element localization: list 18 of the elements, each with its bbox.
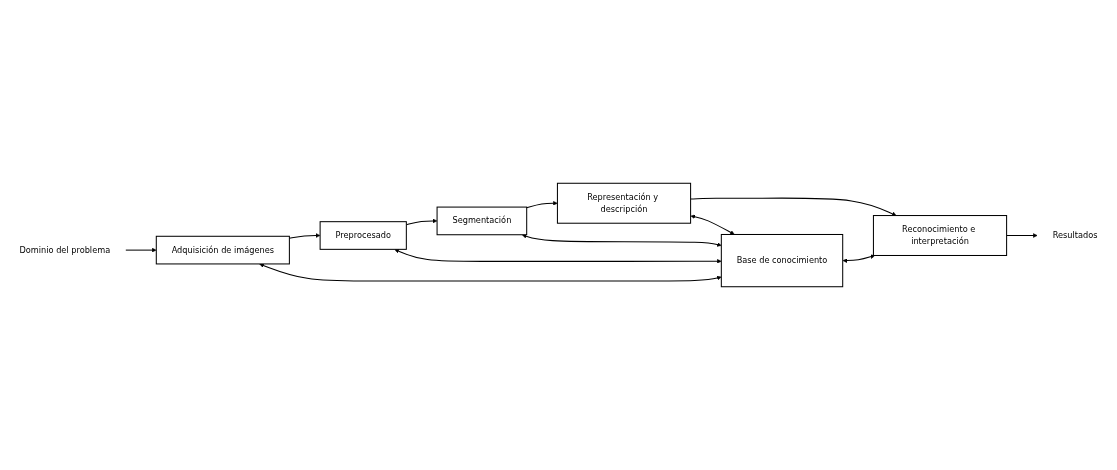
node-box: Adquisición de imágenes: [155, 235, 290, 265]
arrow: [394, 249, 722, 264]
arrow: [522, 234, 722, 247]
node-box: Preprocesado: [319, 221, 407, 250]
node-box: Reconocimiento e interpretación: [872, 215, 1008, 256]
node-box: Segmentación: [436, 206, 528, 236]
node-box: Representación y descripción: [556, 182, 692, 224]
node-text: Resultados: [1052, 230, 1098, 241]
arrow: [259, 263, 722, 282]
node-box: Base de conocimiento: [720, 234, 844, 288]
arrow: [690, 197, 897, 216]
arrow: [288, 233, 321, 239]
arrow: [1006, 233, 1038, 238]
arrow: [842, 254, 875, 263]
node-text: Dominio del problema: [19, 244, 111, 255]
arrow: [526, 201, 558, 209]
arrow: [125, 247, 157, 253]
arrow: [690, 214, 735, 235]
